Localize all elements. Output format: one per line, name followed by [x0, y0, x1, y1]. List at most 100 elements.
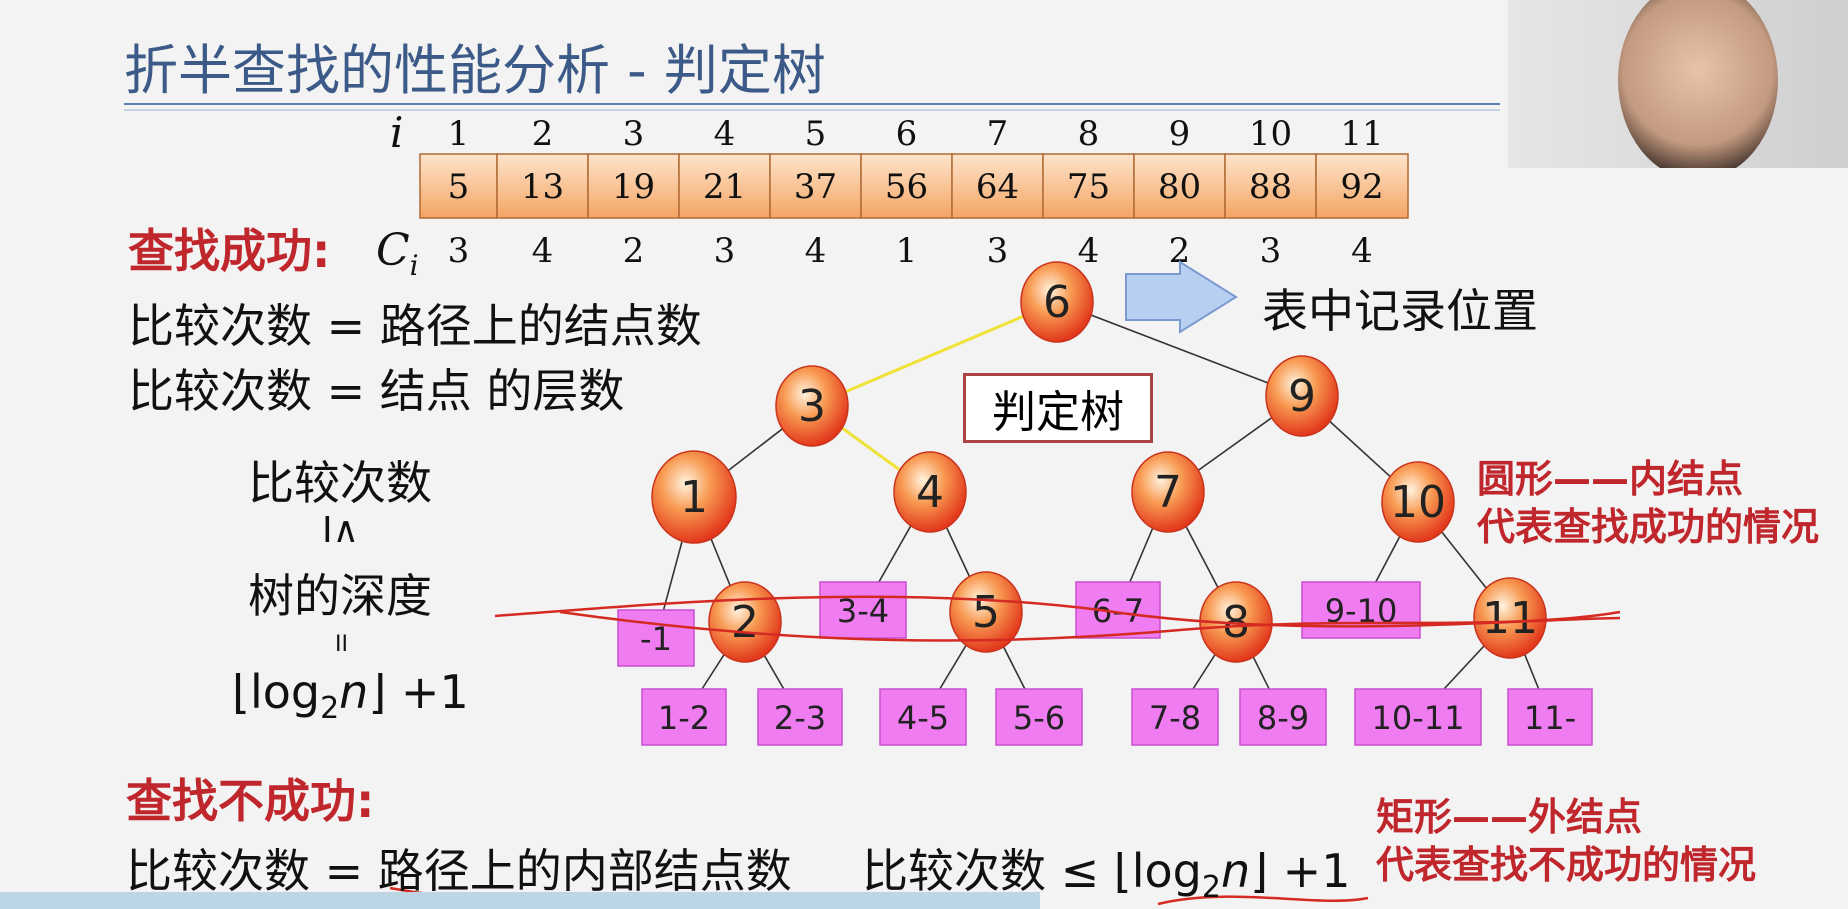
internal-node-11: [1473, 577, 1547, 659]
record-position-arrow: [1125, 260, 1238, 334]
external-node--1: [617, 609, 695, 667]
internal-node-label-9: 9: [1288, 371, 1316, 422]
external-node-1-2: [641, 688, 727, 746]
success-line-2: 比较次数 = 结点 的层数: [128, 364, 625, 418]
table-value-5: 37: [794, 167, 837, 207]
ci-value-2: 4: [532, 231, 554, 271]
internal-node-label-7: 7: [1154, 467, 1182, 518]
internal-node-label-5: 5: [972, 587, 1000, 638]
edge-6-3: [811, 300, 1058, 408]
formula-base: 2: [320, 691, 340, 727]
table-value-6: 56: [885, 167, 928, 207]
external-node-label-1-2: 1-2: [658, 699, 710, 737]
table-value-3: 19: [612, 167, 655, 207]
fail-inequality: 比较次数 ≤ ⌊log2n⌋ +1: [862, 835, 1351, 905]
success-line-1: 比较次数 = 路径上的结点数: [128, 299, 702, 353]
index-8: 8: [1078, 114, 1100, 154]
table-cell-2: [496, 153, 589, 219]
index-3: 3: [623, 114, 645, 154]
fail-ineq-prefix: 比较次数 ≤ ⌊log: [862, 844, 1202, 898]
table-value-1: 5: [448, 167, 470, 207]
external-node-10-11: [1354, 688, 1482, 746]
presenter-face: [1618, 0, 1778, 168]
presenter-webcam: [1508, 0, 1848, 168]
external-node-label-7-8: 7-8: [1149, 699, 1201, 737]
ci-value-7: 3: [987, 231, 1009, 271]
fail-ineq-n: n: [1220, 844, 1251, 898]
internal-node-9: [1265, 355, 1339, 437]
inequality-line-2: 树的深度: [248, 569, 432, 623]
ci-letter: C: [376, 225, 410, 276]
internal-node-label-2: 2: [731, 597, 759, 648]
index-4: 4: [714, 114, 736, 154]
internal-node-6: [1020, 261, 1094, 343]
table-cell-9: [1133, 153, 1226, 219]
ci-value-4: 3: [714, 231, 736, 271]
table-value-9: 80: [1158, 167, 1201, 207]
table-value-10: 88: [1249, 167, 1292, 207]
internal-node-label-3: 3: [798, 381, 826, 432]
internal-node-2: [708, 581, 782, 663]
equals-symbol: II: [335, 632, 348, 657]
ci-label: Ci: [376, 225, 419, 282]
index-label: i: [390, 108, 404, 157]
rect-legend-1: 矩形——外结点: [1376, 795, 1643, 839]
internal-node-label-11: 11: [1482, 593, 1538, 644]
external-node-2-3: [757, 688, 843, 746]
table-value-11: 92: [1340, 167, 1383, 207]
fail-ineq-base: 2: [1201, 870, 1221, 906]
internal-node-label-10: 10: [1390, 477, 1446, 528]
ci-value-8: 4: [1078, 231, 1100, 271]
internal-node-label-1: 1: [680, 472, 708, 523]
index-9: 9: [1169, 114, 1191, 154]
external-node-5-6: [995, 688, 1083, 746]
external-node-label-10-11: 10-11: [1372, 699, 1465, 737]
bottom-band: [0, 892, 1040, 909]
table-cell-3: [587, 153, 680, 219]
ci-value-11: 4: [1351, 231, 1373, 271]
page-title: 折半查找的性能分析 - 判定树: [124, 39, 826, 102]
inequality-line-1: 比较次数: [248, 456, 432, 510]
internal-node-4: [893, 451, 967, 533]
internal-node-5: [949, 571, 1023, 653]
tree-label-box: 判定树: [963, 373, 1153, 443]
index-5: 5: [805, 114, 827, 154]
table-cell-1: [419, 153, 498, 219]
external-node-label-4-5: 4-5: [897, 699, 949, 737]
fail-line: 比较次数 = 路径上的内部结点数: [126, 844, 792, 898]
external-node-label-8-9: 8-9: [1257, 699, 1309, 737]
internal-node-label-6: 6: [1043, 277, 1071, 328]
index-1: 1: [448, 114, 470, 154]
index-10: 10: [1249, 114, 1292, 154]
external-node-label-2-3: 2-3: [774, 699, 826, 737]
arrow-label: 表中记录位置: [1262, 284, 1538, 338]
depth-formula: ⌊log2n⌋ +1: [232, 665, 469, 726]
table-value-2: 13: [521, 167, 564, 207]
table-value-8: 75: [1067, 167, 1110, 207]
array-table: 1532134319242135374656176438754980210883…: [419, 114, 1409, 271]
formula-tail: ⌋ +1: [368, 665, 469, 719]
ci-value-6: 1: [896, 231, 918, 271]
internal-node-3: [775, 365, 849, 447]
external-node-11-: [1507, 688, 1593, 746]
external-node-4-5: [879, 688, 967, 746]
internal-node-7: [1131, 451, 1205, 533]
table-cell-7: [951, 153, 1044, 219]
table-cell-10: [1224, 153, 1317, 219]
circle-legend-2: 代表查找成功的情况: [1477, 505, 1820, 549]
table-value-7: 64: [976, 167, 1019, 207]
external-node-7-8: [1131, 688, 1219, 746]
internal-node-1: [651, 450, 737, 544]
success-heading: 查找成功:: [128, 224, 331, 278]
table-value-4: 21: [703, 167, 746, 207]
table-cell-8: [1042, 153, 1135, 219]
external-node-label-5-6: 5-6: [1013, 699, 1065, 737]
index-11: 11: [1340, 114, 1383, 154]
rect-legend-2: 代表查找不成功的情况: [1376, 843, 1757, 887]
table-cell-11: [1315, 153, 1409, 219]
ci-value-10: 3: [1260, 231, 1282, 271]
index-6: 6: [896, 114, 918, 154]
index-7: 7: [987, 114, 1009, 154]
external-node-label-3-4: 3-4: [837, 592, 889, 630]
